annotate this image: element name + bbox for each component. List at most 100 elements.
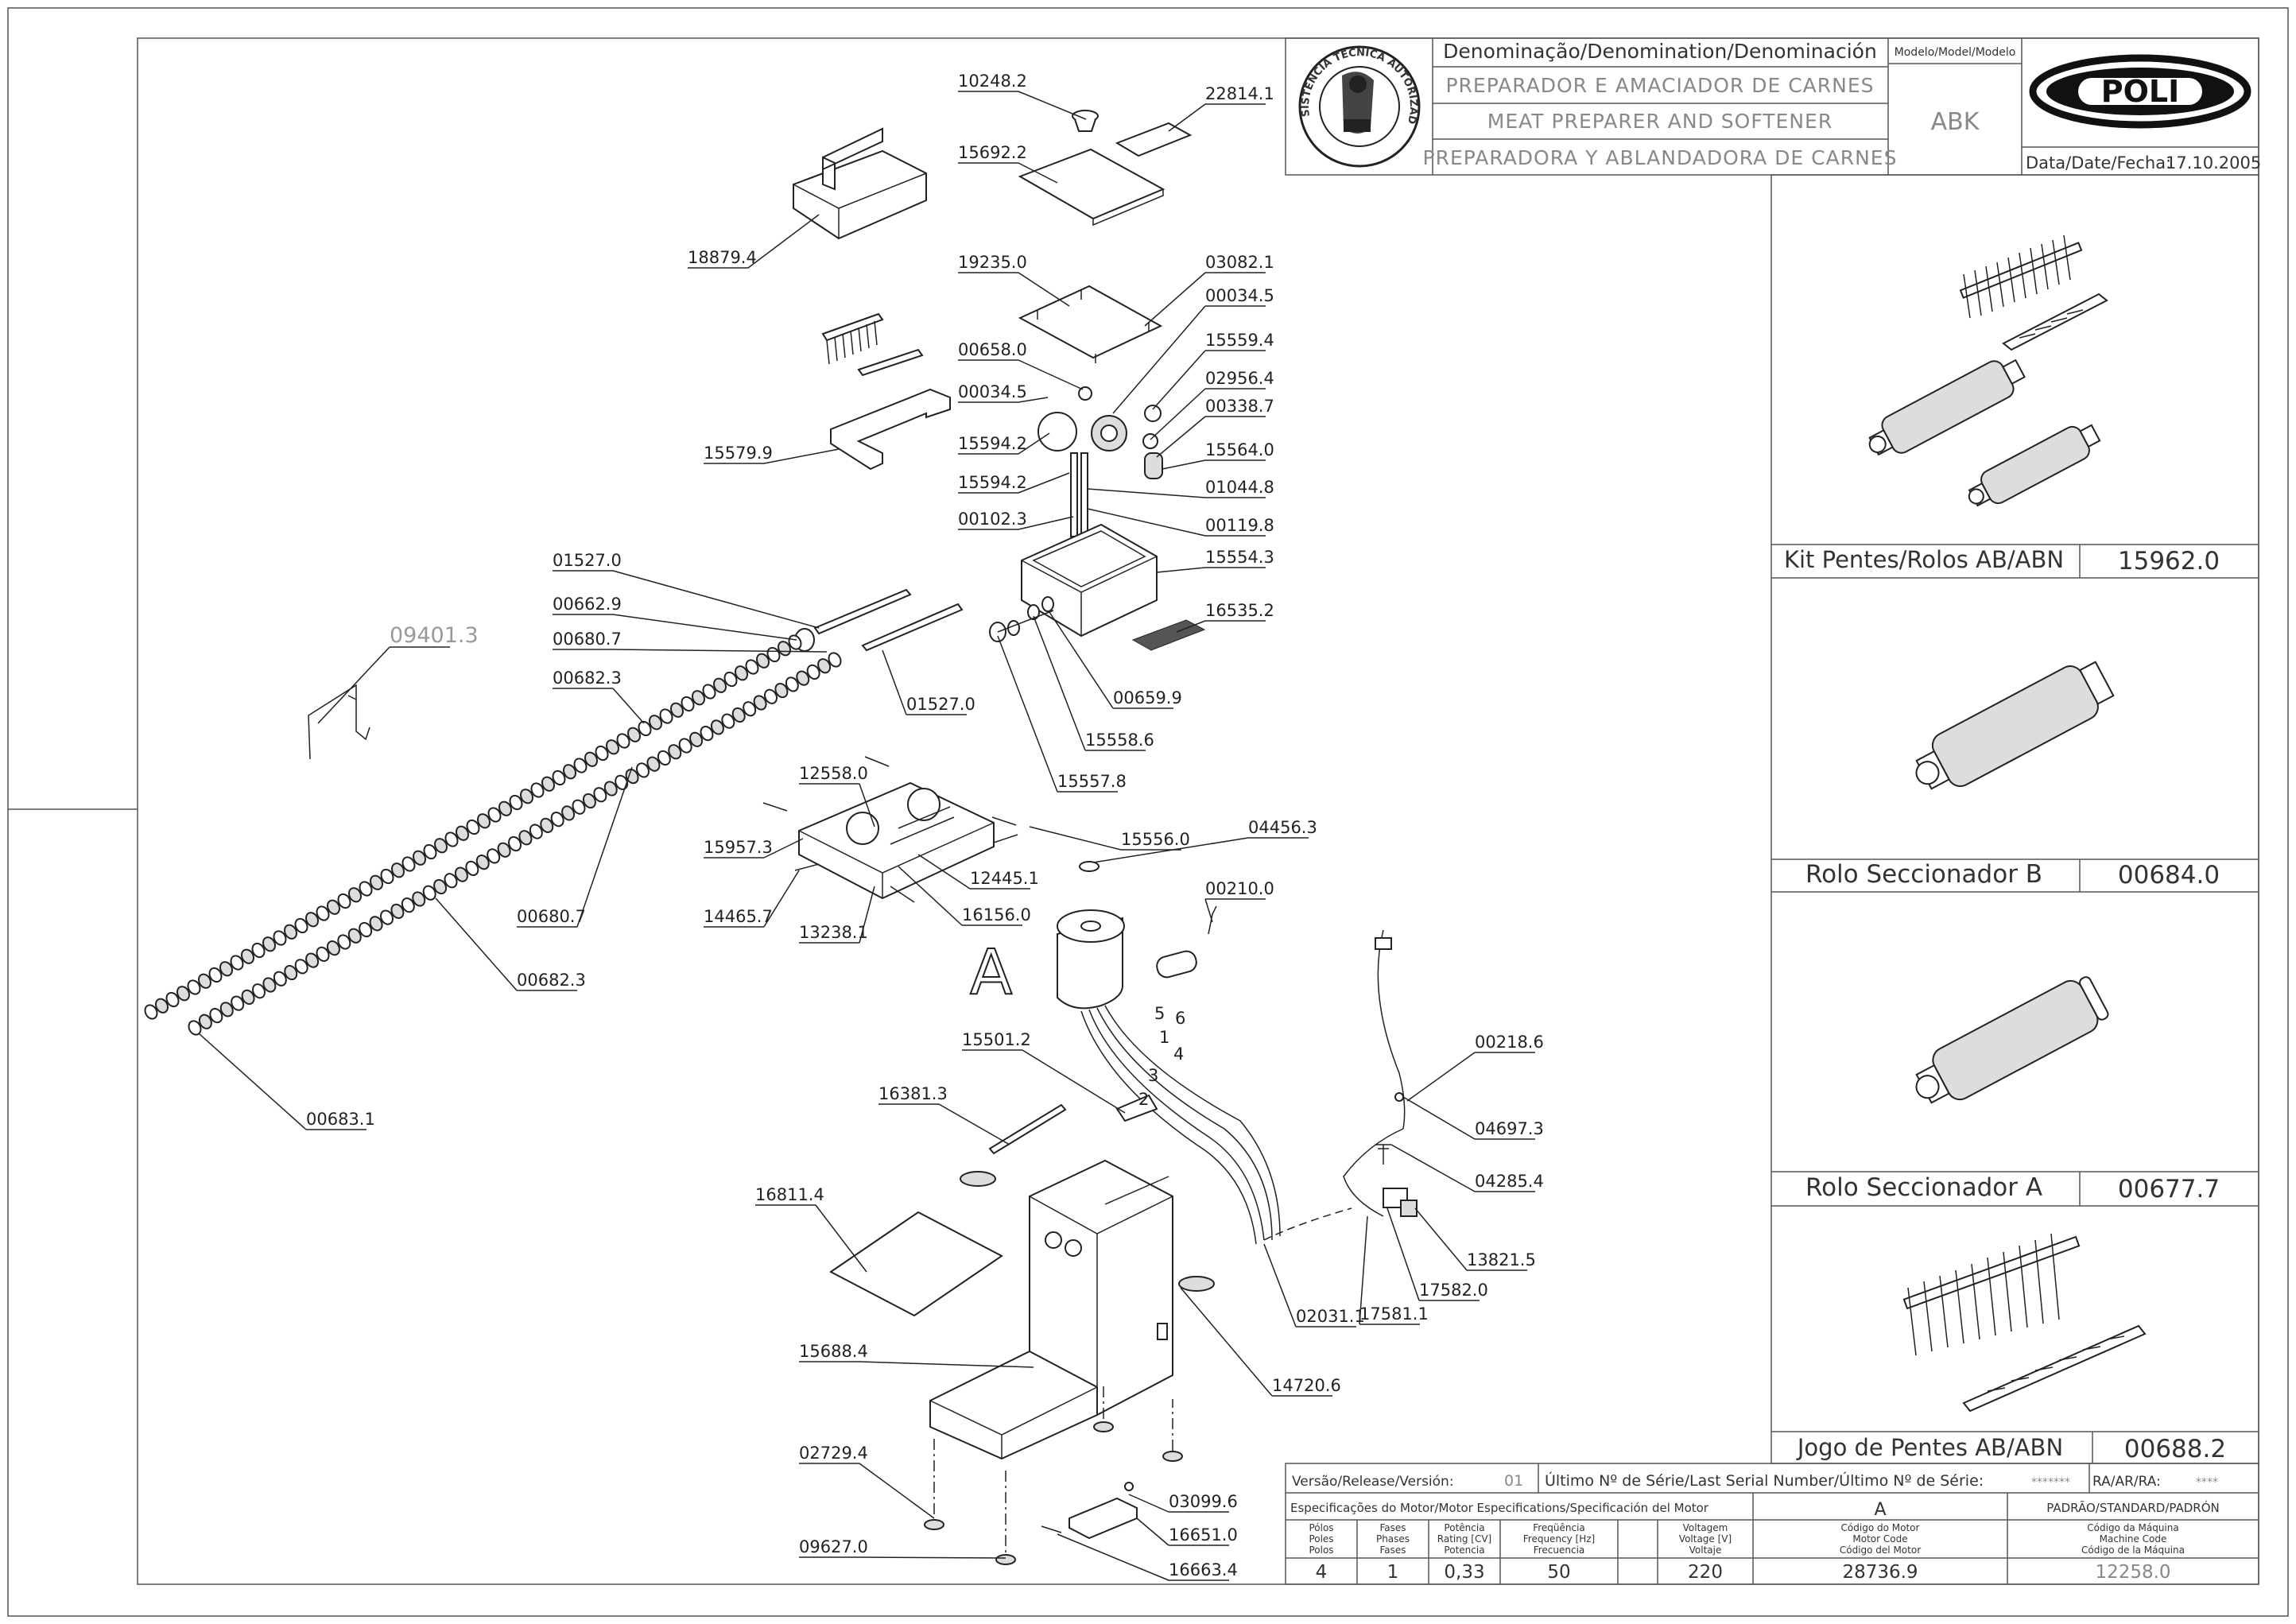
part-number-label: 00102.3 <box>958 510 1027 529</box>
section-letter: A <box>970 937 1012 1009</box>
product-name-en: MEAT PREPARER AND SOFTENER <box>1487 110 1833 133</box>
spec-col-header: Freqüência <box>1533 1522 1585 1533</box>
part-number-label: 12445.1 <box>970 869 1039 888</box>
roll-a-code: 00677.7 <box>2118 1175 2220 1203</box>
part-number-label: 15957.3 <box>704 838 773 857</box>
spec-col-header: Potência <box>1444 1522 1484 1533</box>
spec-columns: PólosPolesPolos4FasesPhasesFases1Potênci… <box>1309 1522 1732 1583</box>
roll-b-illustration <box>1915 661 2115 790</box>
product-name-es: PREPARADORA Y ABLANDADORA DE CARNES <box>1423 146 1898 169</box>
part-number-label: 04697.3 <box>1475 1119 1544 1138</box>
wire-number: 5 <box>1154 1004 1165 1023</box>
comb-set-name: Jogo de Pentes AB/ABN <box>1796 1434 2063 1461</box>
machine-code-h3: Código de la Máquina <box>2081 1545 2185 1556</box>
part-callouts: 10248.2 22814.1 15692.2 18879.4 19235.0 03082… <box>306 72 1544 1579</box>
part-number-label: 04285.4 <box>1475 1172 1544 1191</box>
part-number-label: 18879.4 <box>688 248 757 267</box>
ra-label: RA/AR/RA: <box>2092 1474 2161 1490</box>
date-value: 17.10.2005 <box>2166 153 2261 172</box>
part-number-label: 09401.3 <box>390 623 479 648</box>
part-number-label: 00683.1 <box>306 1110 375 1129</box>
part-number-label: 15579.9 <box>704 444 773 463</box>
part-number-label: 00210.0 <box>1205 879 1274 898</box>
spec-col-header: Pólos <box>1309 1522 1333 1533</box>
version-value: 01 <box>1504 1472 1523 1490</box>
part-number-label: 00034.5 <box>1205 286 1274 305</box>
part-number-label: 15564.0 <box>1205 440 1274 459</box>
part-number-label: 00218.6 <box>1475 1033 1544 1052</box>
spec-col-header: Fases <box>1379 1545 1406 1556</box>
part-number-label: 19235.0 <box>958 253 1027 272</box>
part-number-label: 15556.0 <box>1121 830 1190 849</box>
roll-a-name: Rolo Seccionador A <box>1805 1173 2042 1202</box>
spec-col-value: 0,33 <box>1444 1562 1484 1583</box>
machine-code-h1: Código da Máquina <box>2087 1522 2178 1533</box>
spec-col-header: Phases <box>1376 1533 1410 1545</box>
wire-number: 6 <box>1175 1009 1185 1028</box>
leader-lines <box>198 91 1535 1581</box>
part-number-label: 15692.2 <box>958 143 1027 162</box>
machine-code-h2: Machine Code <box>2100 1533 2167 1545</box>
part-number-label: 10248.2 <box>958 72 1027 91</box>
spec-col-header: Frecuencia <box>1534 1545 1585 1556</box>
spec-col-header: Rating [CV] <box>1437 1533 1491 1545</box>
part-number-label: 13238.1 <box>799 923 868 942</box>
part-number-label: 00680.7 <box>517 907 586 926</box>
kit-illustration <box>1868 234 2108 507</box>
motor-spec-label: Especificações do Motor/Motor Especifica… <box>1290 1501 1709 1515</box>
part-number-label: 15688.4 <box>799 1342 868 1361</box>
part-number-label: 02956.4 <box>1205 369 1274 388</box>
part-number-label: 03099.6 <box>1169 1492 1238 1511</box>
part-number-label: 14720.6 <box>1272 1376 1341 1395</box>
part-number-label: 13821.5 <box>1467 1250 1536 1269</box>
part-number-label: 00658.0 <box>958 340 1027 359</box>
spec-col-value: 50 <box>1547 1562 1570 1583</box>
sheet-border <box>7 7 2289 1617</box>
part-number-label: 04456.3 <box>1248 818 1317 837</box>
part-number-label: 15594.2 <box>958 434 1027 453</box>
denomination-heading: Denominação/Denomination/Denominación <box>1443 40 1877 63</box>
version-label: Versão/Release/Versión: <box>1292 1474 1454 1490</box>
comb-set-illustration <box>1902 1233 2147 1413</box>
part-number-label: 02031.1 <box>1296 1307 1365 1326</box>
comb-set-code: 00688.2 <box>2124 1435 2226 1463</box>
motor-code-value: 28736.9 <box>1842 1562 1918 1583</box>
spec-col-value: 4 <box>1316 1562 1328 1583</box>
part-number-label: 00662.9 <box>553 595 622 614</box>
part-number-label: 15501.2 <box>962 1030 1031 1049</box>
part-number-label: 00659.9 <box>1113 688 1182 707</box>
part-number-label: 15557.8 <box>1057 772 1127 791</box>
part-number-label: 09627.0 <box>799 1537 868 1556</box>
spec-col-header: Voltagem <box>1683 1522 1728 1533</box>
date-label: Data/Date/Fecha: <box>2026 153 2171 172</box>
part-number-label: 00119.8 <box>1205 516 1274 535</box>
spec-col-header: Voltage [V] <box>1679 1533 1732 1545</box>
roll-b-code: 00684.0 <box>2118 861 2220 890</box>
machine-code-value: 12258.0 <box>2095 1562 2170 1583</box>
part-number-label: 16651.0 <box>1169 1525 1238 1545</box>
model-value: ABK <box>1931 108 1980 136</box>
authorized-service-seal: ASSISTÊNCIA TÉCNICA AUTORIZADA <box>0 0 1421 168</box>
part-number-label: 16156.0 <box>962 905 1031 924</box>
part-number-label: 03082.1 <box>1205 253 1274 272</box>
part-number-label: 16535.2 <box>1205 601 1274 620</box>
part-number-label: 22814.1 <box>1205 84 1274 103</box>
part-number-label: 00034.5 <box>958 382 1027 401</box>
part-number-label: 16663.4 <box>1169 1560 1238 1579</box>
part-number-label: 15594.2 <box>958 473 1027 492</box>
model-heading: Modelo/Model/Modelo <box>1895 46 2016 59</box>
spec-col-value: 220 <box>1688 1562 1723 1583</box>
wire-number: 3 <box>1148 1066 1158 1085</box>
part-number-label: 15558.6 <box>1085 731 1154 750</box>
roll-a-illustration <box>1915 976 2109 1104</box>
motor-code-h2: Motor Code <box>1852 1533 1907 1545</box>
part-number-label: 02729.4 <box>799 1444 868 1463</box>
motor-letter: A <box>1874 1500 1886 1520</box>
spec-col-header: Fases <box>1379 1522 1406 1533</box>
part-number-label: 00682.3 <box>553 669 622 688</box>
spec-col-header: Voltaje <box>1689 1545 1722 1556</box>
part-number-label: 01044.8 <box>1205 478 1274 497</box>
part-number-label: 17582.0 <box>1419 1281 1488 1300</box>
spec-col-header: Frequency [Hz] <box>1523 1533 1596 1545</box>
